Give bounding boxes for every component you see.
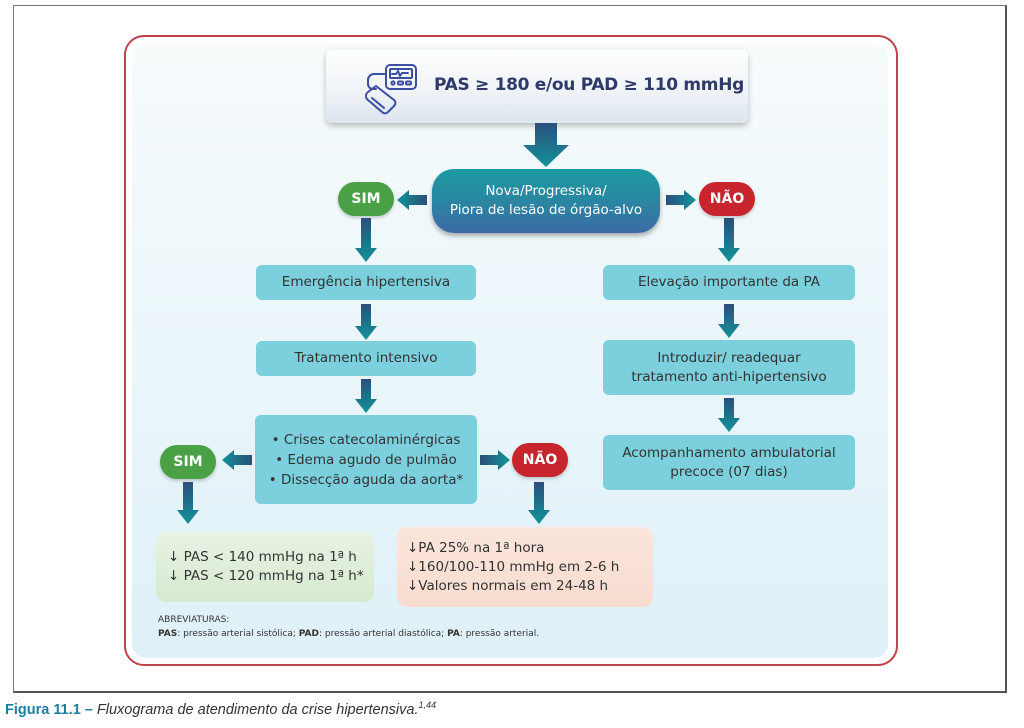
abbr-def: : pressão arterial sistólica; [177, 629, 299, 639]
arrow-down-left-1 [355, 218, 377, 262]
decision-line-1: Nova/Progressiva/ [485, 183, 607, 199]
top-condition-text: PAS ≥ 180 e/ou PAD ≥ 110 mmHg [434, 75, 745, 95]
no-pill-bottom: NÃO [512, 443, 568, 477]
abbreviations-list: PAS: pressão arterial sistólica; PAD: pr… [158, 627, 539, 641]
arrow-down-right-2 [718, 304, 740, 338]
abbreviations-title: ABREVIATURAS: [158, 615, 230, 625]
followup-line: precoce (07 dias) [670, 463, 788, 480]
emergency-box: Emergência hipertensiva [256, 265, 476, 300]
no-result-line: ↓160/100-110 mmHg em 2-6 h [407, 558, 620, 575]
followup-line: Acompanhamento ambulatorial [622, 444, 836, 461]
no-pill-top: NÃO [699, 182, 755, 216]
figure-caption: Figura 11.1 – Fluxograma de atendimento … [5, 700, 436, 718]
adjust-treatment-box: Introduzir/ readequar tratamento anti-hi… [603, 340, 855, 395]
yes-pill-bottom: SIM [160, 445, 216, 479]
blood-pressure-monitor-icon [365, 64, 417, 115]
arrow-left-yes-bottom [222, 450, 252, 470]
intensive-treatment-text: Tratamento intensivo [294, 350, 438, 366]
caption-refs: 1,44 [418, 700, 437, 710]
intensive-treatment-box: Tratamento intensivo [256, 341, 476, 376]
arrow-down-left-3 [355, 379, 377, 413]
adjust-treatment-line: tratamento anti-hipertensivo [631, 368, 827, 385]
arrow-right-no-top [666, 190, 696, 210]
followup-box: Acompanhamento ambulatorial precoce (07 … [603, 435, 855, 490]
emergency-text: Emergência hipertensiva [281, 274, 451, 290]
abbr-term: PAS [158, 629, 178, 639]
arrow-left-yes-top [397, 190, 427, 210]
abbr-def: : pressão arterial diastólica; [318, 629, 448, 639]
arrow-down-main [523, 123, 569, 167]
arrow-right-no-bottom [480, 450, 510, 470]
no-result-line: ↓Valores normais em 24-48 h [407, 577, 609, 594]
condition-item: • Dissecção aguda da aorta* [268, 471, 464, 488]
abbr-def: : pressão arterial. [459, 629, 540, 639]
yes-result-box: ↓ PAS < 140 mmHg na 1ª h ↓ PAS < 120 mmH… [156, 532, 374, 602]
conditions-box: • Crises catecolaminérgicas • Edema agud… [255, 415, 477, 504]
no-result-box: ↓PA 25% na 1ª hora ↓160/100-110 mmHg em … [397, 527, 653, 607]
condition-item: • Crises catecolaminérgicas [271, 431, 461, 448]
yes-result-line: ↓ PAS < 140 mmHg na 1ª h [168, 549, 357, 565]
abbreviations: ABREVIATURAS: PAS: pressão arterial sist… [158, 613, 539, 641]
decision-line-2: Piora de lesão de órgão-alvo [449, 202, 643, 218]
top-condition-box: PAS ≥ 180 e/ou PAD ≥ 110 mmHg [326, 50, 748, 123]
yes-pill-top: SIM [338, 182, 394, 216]
arrow-down-yes-result [177, 482, 199, 524]
arrow-down-left-2 [355, 304, 377, 340]
abbr-term: PA [447, 629, 460, 639]
decision-node: Nova/Progressiva/ Piora de lesão de órgã… [432, 169, 660, 233]
adjust-treatment-line: Introduzir/ readequar [657, 349, 801, 366]
abbr-term: PAD [298, 629, 319, 639]
arrow-down-no-result [528, 482, 550, 524]
caption-label: Figura 11.1 – [5, 701, 93, 718]
condition-item: • Edema agudo de pulmão [275, 451, 457, 468]
no-result-line: ↓PA 25% na 1ª hora [407, 539, 545, 556]
yes-result-line: ↓ PAS < 120 mmHg na 1ª h* [168, 568, 364, 584]
arrow-down-right-3 [718, 398, 740, 432]
arrow-down-right-1 [718, 218, 740, 262]
bp-elevation-box: Elevação importante da PA [603, 265, 855, 300]
bp-elevation-text: Elevação importante da PA [637, 274, 821, 290]
caption-text: Fluxograma de atendimento da crise hiper… [92, 701, 419, 718]
